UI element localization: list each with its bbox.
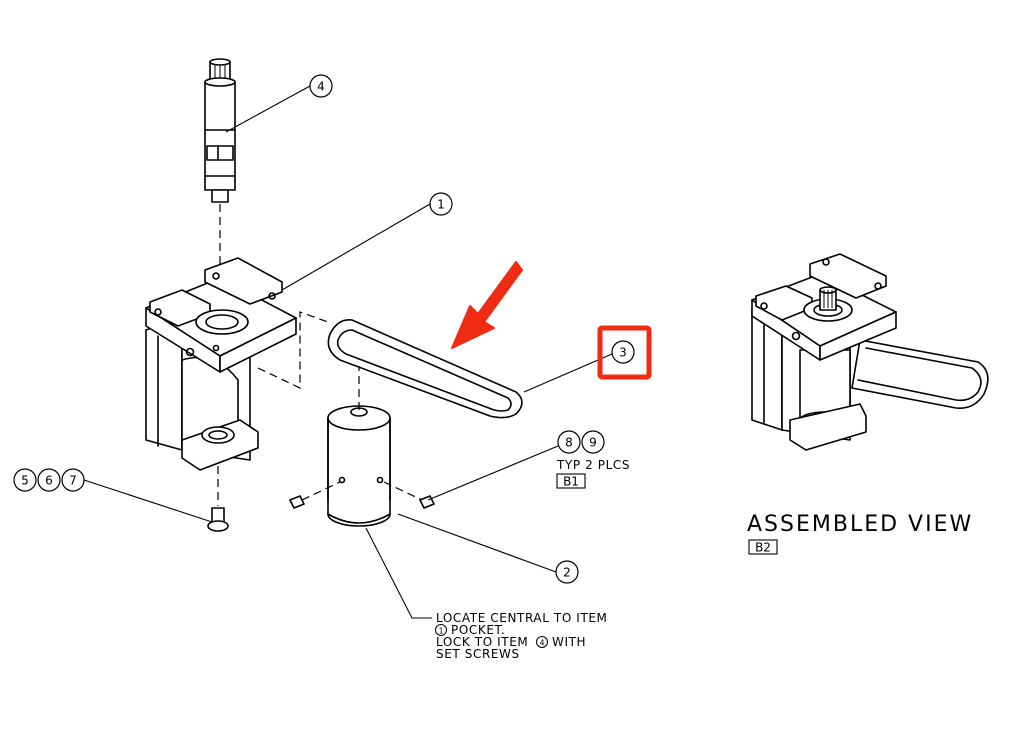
svg-text:1: 1 [438, 627, 443, 636]
screw-item-5-6-7 [207, 466, 229, 532]
svg-text:LOCATE CENTRAL TO ITEM: LOCATE CENTRAL TO ITEM [436, 611, 608, 625]
svg-text:SET SCREWS: SET SCREWS [436, 647, 520, 661]
svg-text:2: 2 [563, 566, 571, 580]
shaft-item-4 [204, 58, 236, 300]
balloon-1[interactable]: 1 [281, 192, 453, 291]
svg-text:B2: B2 [755, 541, 771, 555]
belt-item-3 [327, 318, 523, 419]
balloon-5-6-7[interactable]: 5 6 7 [13, 468, 213, 523]
svg-text:B1: B1 [563, 475, 579, 489]
svg-text:1: 1 [437, 198, 445, 212]
svg-text:4: 4 [539, 639, 544, 648]
balloon-4[interactable]: 4 [225, 74, 333, 133]
hub-item-2 [327, 366, 391, 527]
svg-text:3: 3 [619, 346, 627, 360]
tag-b2: B2 [748, 539, 778, 555]
svg-text:8: 8 [565, 436, 573, 450]
highlight-box [597, 325, 652, 380]
balloon-8-9[interactable]: 8 9 [427, 430, 605, 501]
svg-text:POCKET.: POCKET. [451, 623, 505, 637]
note-leader [365, 527, 432, 619]
balloon-3[interactable]: 3 [523, 340, 635, 393]
set-screw-right [383, 481, 435, 509]
svg-text:6: 6 [45, 474, 53, 488]
svg-text:9: 9 [589, 436, 597, 450]
housing-item-1 [145, 257, 297, 471]
svg-text:7: 7 [69, 474, 77, 488]
assembled-view [751, 253, 989, 451]
tag-b1: B1 [556, 473, 586, 489]
svg-text:5: 5 [21, 474, 29, 488]
highlight-arrow [451, 261, 523, 349]
svg-text:4: 4 [317, 80, 325, 94]
set-screw-left [289, 481, 341, 509]
projection-line [257, 311, 329, 389]
typ-2-plcs-note: TYP 2 PLCS [556, 458, 630, 472]
svg-text:LOCK TO ITEM: LOCK TO ITEM [436, 635, 528, 649]
assembled-view-title: ASSEMBLED VIEW [747, 512, 973, 537]
svg-text:WITH: WITH [552, 635, 586, 649]
balloon-2[interactable]: 2 [397, 513, 579, 584]
locate-note: LOCATE CENTRAL TO ITEM 1 POCKET. LOCK TO… [435, 611, 608, 661]
